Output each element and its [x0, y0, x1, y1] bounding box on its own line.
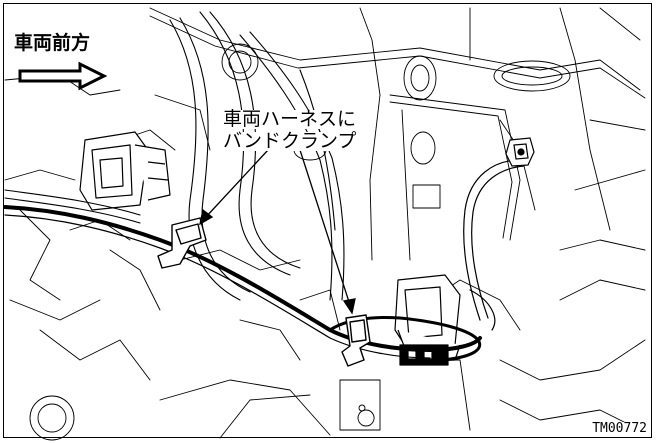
- connector-upper-left: [79, 131, 171, 211]
- right-arrow-icon: [18, 61, 108, 91]
- band-clamp-upper: [157, 217, 207, 269]
- right-harness: [463, 159, 525, 321]
- connector-lower: [394, 274, 461, 366]
- band-clamp-lower: [341, 314, 371, 367]
- leader-lines: [199, 149, 356, 315]
- vehicle-front-label: 車両前方: [14, 32, 91, 54]
- right-small-connector: [505, 137, 535, 167]
- figure-frame: [3, 3, 652, 438]
- clamp-callout-line-2: バンドクランプ: [221, 130, 359, 152]
- clamp-callout-line-1: 車両ハーネスに: [221, 108, 359, 130]
- figure-code: TM00772: [590, 421, 649, 436]
